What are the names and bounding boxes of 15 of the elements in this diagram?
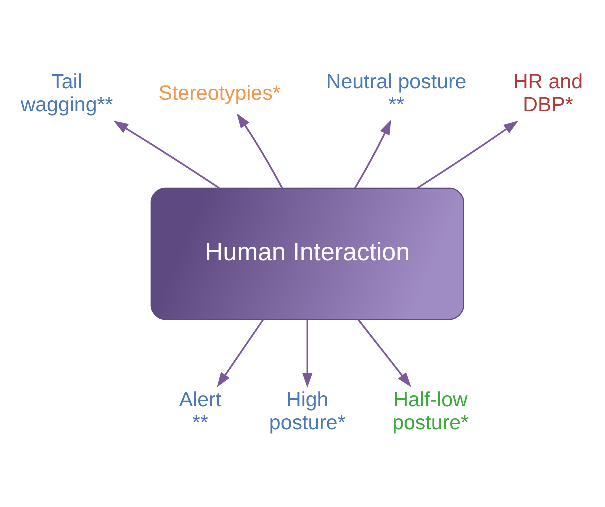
node-text: Half-low posture* <box>392 388 469 434</box>
arrow <box>217 318 264 387</box>
node-box: Human Interaction <box>150 187 464 320</box>
arrow <box>302 319 313 388</box>
node-text: Neutral posture ** <box>326 70 467 116</box>
node-text: Tail wagging** <box>20 70 114 116</box>
node-text: HR and DBP* <box>513 70 584 116</box>
node-text: Alert ** <box>179 388 222 434</box>
arrow <box>417 120 519 188</box>
arrow <box>114 120 220 188</box>
arrow <box>236 112 284 188</box>
node-text: Stereotypies* <box>158 81 281 104</box>
arrow <box>358 318 412 387</box>
node-text: High posture* <box>269 388 346 434</box>
arrow <box>354 119 392 188</box>
